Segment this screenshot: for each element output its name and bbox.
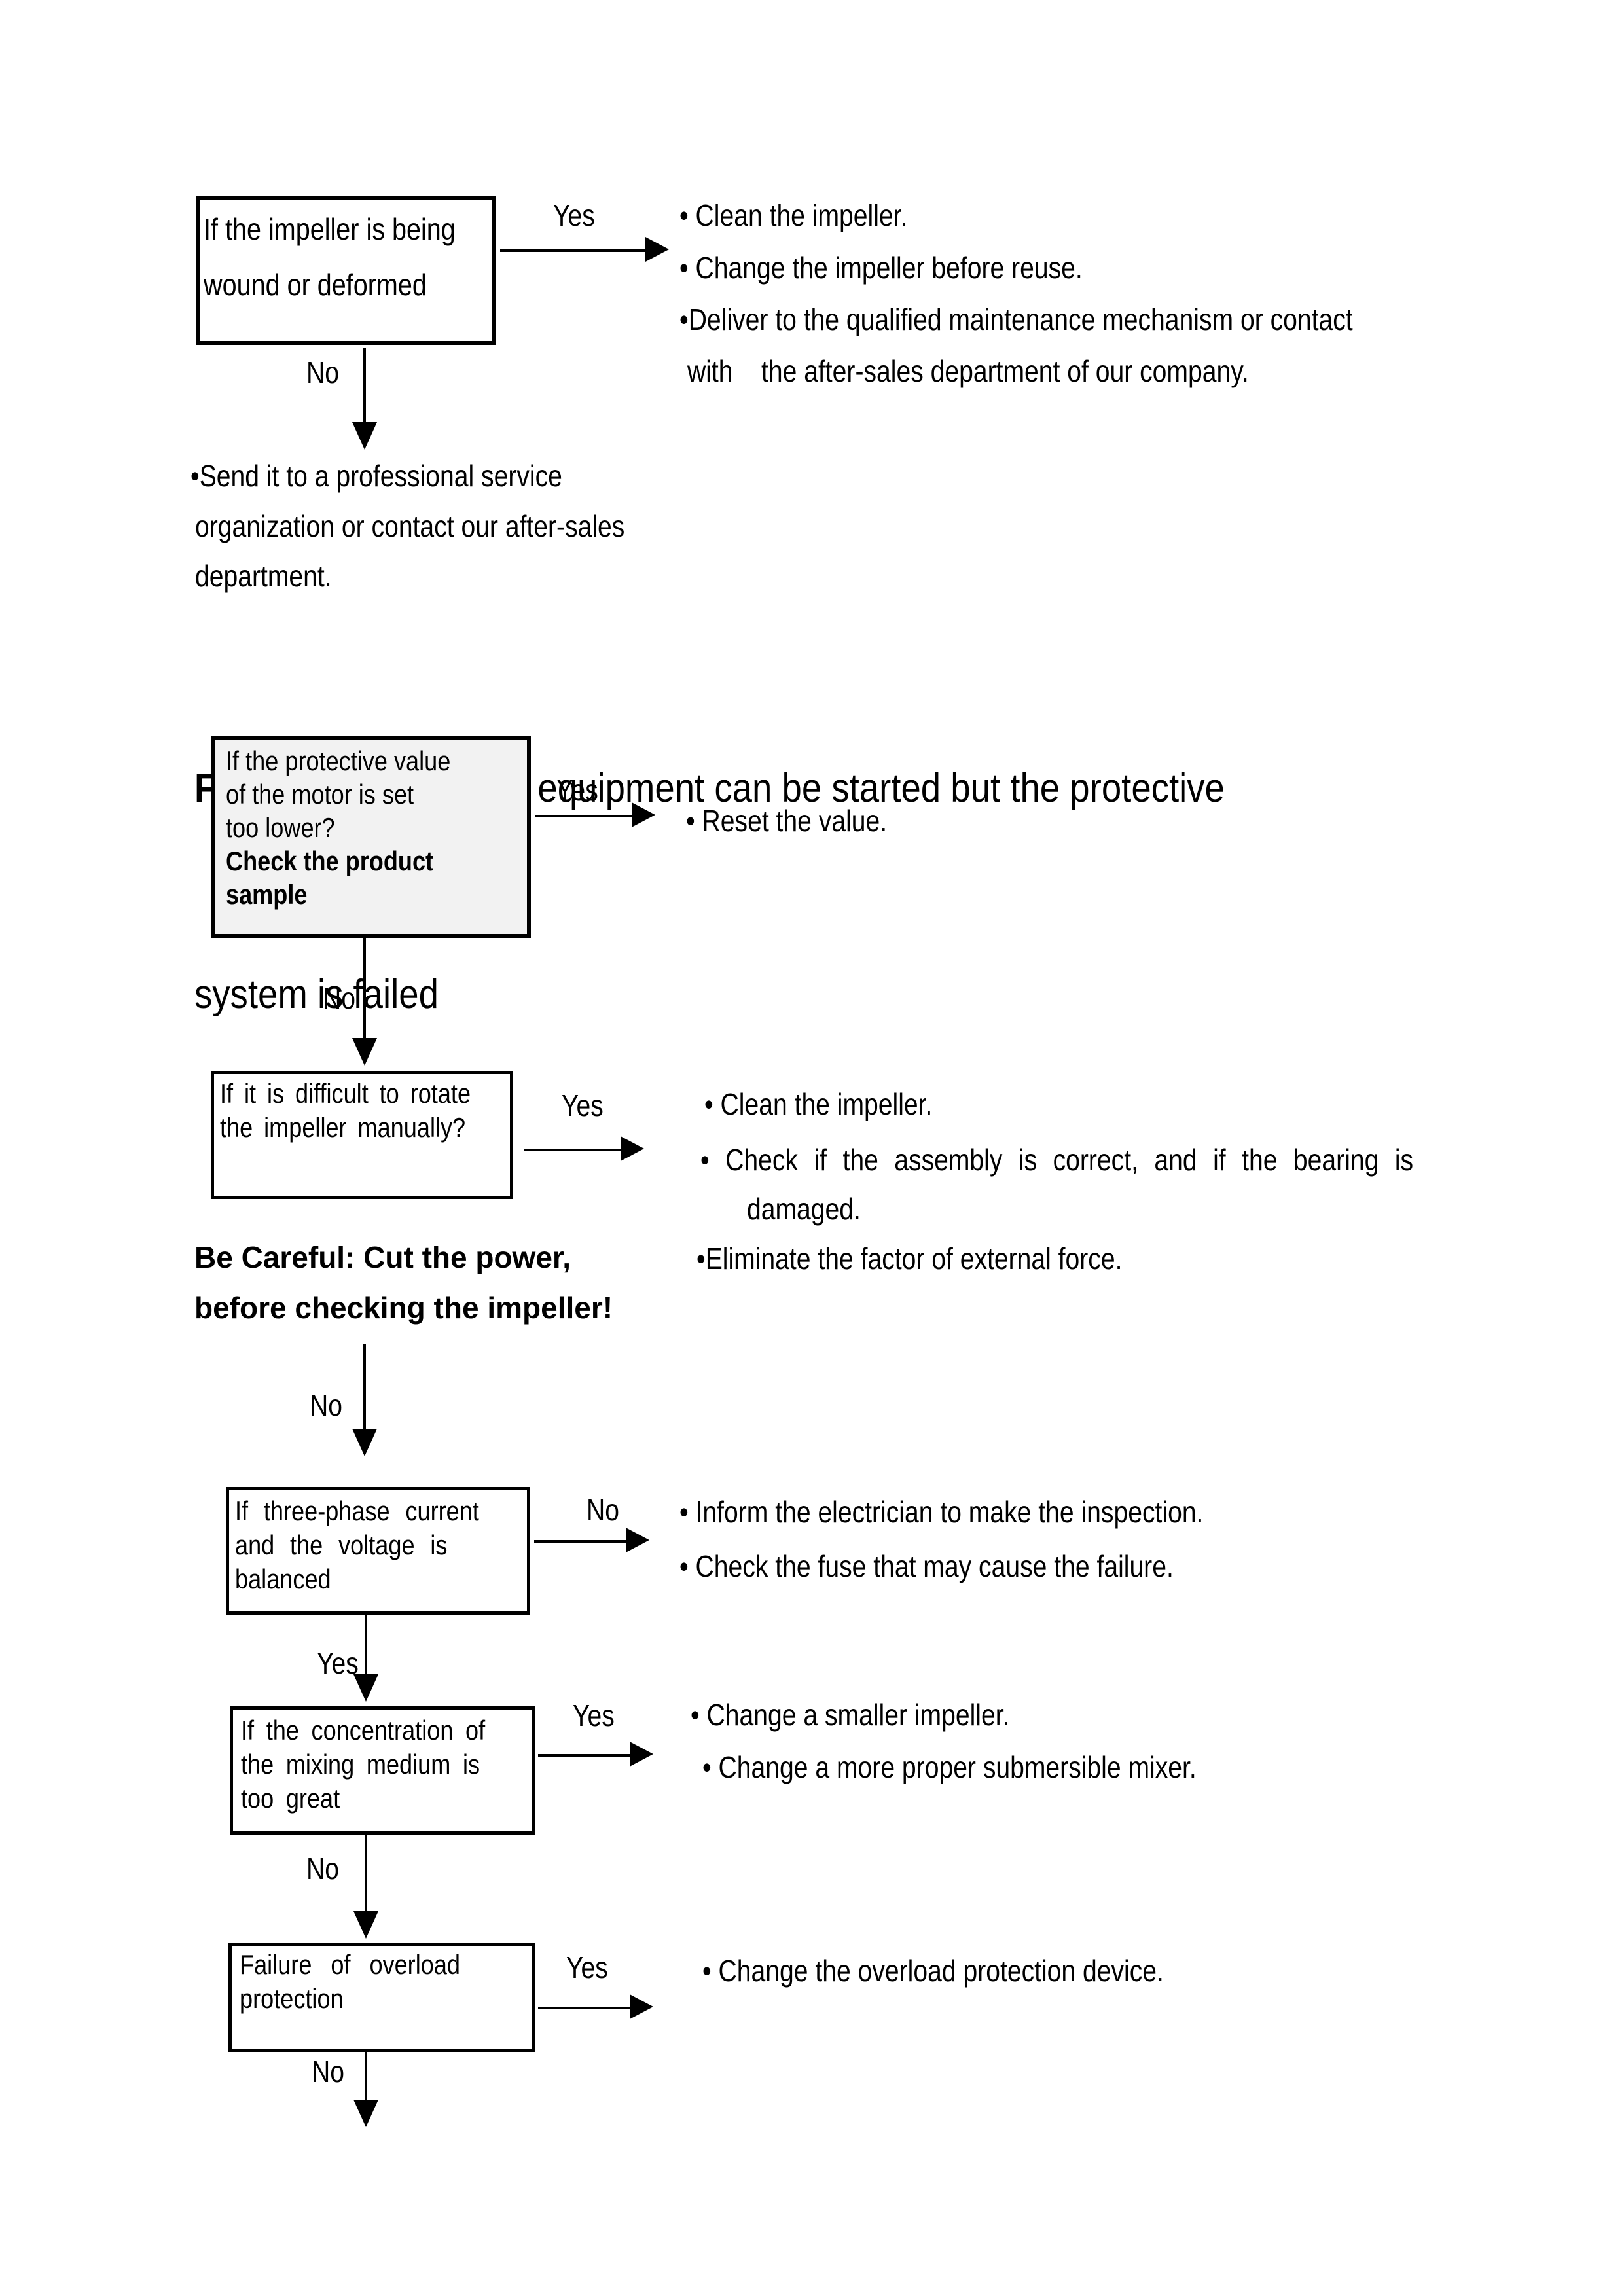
arrow-right-icon [626,1528,649,1552]
box-line-bold: Check the product [226,846,434,876]
result-line: damaged. [747,1192,861,1226]
box-line: the mixing medium is [241,1749,480,1780]
box-line: too great [241,1783,340,1814]
yes-label: Yes [556,773,598,807]
box-line: the impeller manually? [220,1112,466,1143]
arrow-line [534,1540,630,1543]
arrow-line [538,2007,634,2009]
result-line: •Deliver to the qualified maintenance me… [679,302,1353,336]
no-label: No [306,355,339,389]
result-line: • Inform the electrician to make the ins… [679,1495,1204,1529]
decision-box-rotate-impeller: If it is difficult to rotate the impelle… [211,1071,513,1199]
result-line: department. [195,559,332,593]
box-line: wound or deformed [204,268,427,302]
result-line: • Change the overload protection device. [702,1954,1164,1988]
warning-line: Be Careful: Cut the power, [194,1240,571,1274]
yes-label: Yes [553,198,595,232]
yes-label: Yes [573,1698,615,1732]
arrow-down-icon [352,1038,377,1066]
no-label: No [323,981,355,1015]
decision-box-text: If the concentration of the mixing mediu… [233,1710,532,1820]
arrow-right-icon [645,237,669,262]
decision-box-overload-protection: Failure of overload protection [228,1943,535,2052]
arrow-line [363,1344,366,1432]
box-line: If three-phase current [235,1496,479,1526]
arrow-line [363,348,366,423]
arrow-line [363,938,366,1041]
arrow-right-icon [632,802,655,827]
yes-label: Yes [317,1646,359,1680]
no-label: No [312,2054,344,2089]
result-line: • Reset the value. [686,804,888,838]
arrow-line [524,1149,624,1151]
box-line: of the motor is set [226,779,414,810]
decision-box-protective-value: If the protective value of the motor is … [211,736,531,938]
box-line: If the concentration of [241,1715,486,1746]
arrow-line [500,249,647,252]
arrow-down-icon [353,1911,378,1939]
arrow-line [538,1754,634,1757]
box-line-bold: sample [226,879,308,910]
box-line: balanced [235,1564,331,1594]
arrow-down-icon [353,1674,378,1702]
result-line: • Change a more proper submersible mixer… [702,1750,1197,1784]
warning-line: before checking the impeller! [194,1291,613,1325]
box-line: Failure of overload [240,1949,460,1980]
box-line: too lower? [226,812,335,843]
heading-line-2: system is failed [194,972,439,1017]
result-line: • Check the fuse that may cause the fail… [679,1549,1174,1583]
arrow-line [365,1615,367,1677]
yes-label: Yes [562,1088,604,1122]
box-line: protection [240,1983,344,2014]
result-line: • Clean the impeller. [679,198,908,232]
box-line: If the impeller is being [204,212,456,246]
decision-box-text: If the impeller is being wound or deform… [200,200,492,314]
result-line: • Clean the impeller. [704,1087,933,1121]
box-line: and the voltage is [235,1530,448,1560]
box-line: If it is difficult to rotate [220,1078,471,1109]
box-line: If the protective value [226,745,451,776]
arrow-line [365,2052,367,2103]
decision-box-text: If three-phase current and the voltage i… [229,1490,527,1600]
decision-box-text: Failure of overload protection [232,1946,532,2017]
decision-box-three-phase: If three-phase current and the voltage i… [226,1487,530,1615]
arrow-down-icon [352,422,377,450]
arrow-right-icon [630,1742,653,1767]
result-line: organization or contact our after-sales [195,509,625,543]
arrow-right-icon [621,1136,644,1161]
arrow-down-icon [352,1429,377,1456]
arrow-down-icon [353,2100,378,2127]
arrow-line [365,1835,367,1914]
result-line: • Change a smaller impeller. [691,1698,1010,1732]
decision-box-concentration: If the concentration of the mixing mediu… [230,1706,535,1835]
decision-box-text: If it is difficult to rotate the impelle… [214,1074,510,1147]
result-line: • Change the impeller before reuse. [679,251,1083,285]
arrow-right-icon [630,1994,653,2019]
result-line: •Eliminate the factor of external force. [696,1242,1123,1276]
no-label: No [306,1852,339,1886]
arrow-line [535,815,636,817]
no-label: No [586,1493,619,1527]
decision-box-impeller-wound: If the impeller is being wound or deform… [196,196,496,345]
yes-label: Yes [566,1950,608,1984]
result-line: with the after-sales department of our c… [687,354,1249,388]
result-line: • Check if the assembly is correct, and … [700,1143,1414,1177]
no-label: No [310,1388,342,1422]
decision-box-text: If the protective value of the motor is … [215,740,527,915]
result-line: •Send it to a professional service [190,459,562,493]
